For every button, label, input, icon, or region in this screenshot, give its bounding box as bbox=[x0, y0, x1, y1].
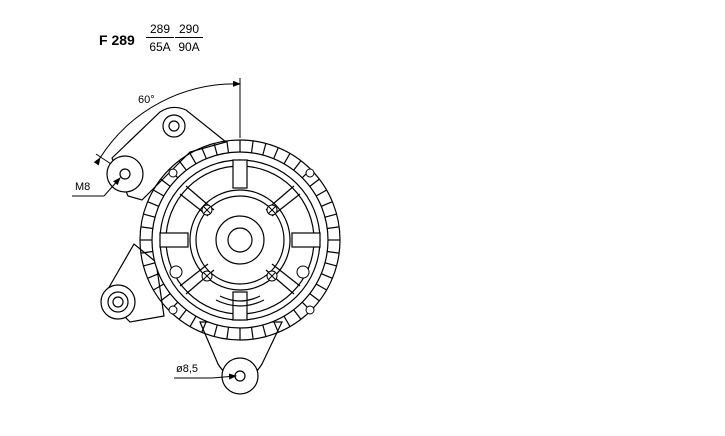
cooling-fin bbox=[178, 309, 187, 320]
cooling-fin bbox=[143, 213, 156, 218]
cooling-fin bbox=[315, 189, 327, 197]
cooling-fin bbox=[273, 321, 279, 333]
cooling-fin bbox=[324, 262, 337, 267]
angle-label: 60° bbox=[138, 94, 155, 106]
cooling-fin bbox=[283, 153, 291, 165]
variant-current: 90A bbox=[178, 40, 200, 54]
cooling-fin bbox=[226, 327, 230, 340]
variant-fraction-2: 290 90A bbox=[175, 22, 203, 54]
cooling-fin bbox=[213, 324, 218, 337]
cooling-fin bbox=[293, 160, 302, 171]
cooling-fin bbox=[262, 143, 267, 156]
variant-fraction-1: 289 65A bbox=[146, 22, 174, 54]
cooling-fin bbox=[147, 273, 159, 279]
leader-lines bbox=[72, 177, 237, 380]
cooling-fin bbox=[321, 201, 333, 207]
thread-label: M8 bbox=[75, 181, 91, 193]
cooling-fin bbox=[160, 293, 171, 302]
cooling-fin bbox=[315, 283, 327, 291]
cooling-fin bbox=[250, 140, 254, 153]
cooling-fin bbox=[324, 213, 337, 218]
cooling-fin bbox=[293, 309, 302, 320]
cooling-fin bbox=[327, 250, 340, 254]
cooling-fin bbox=[143, 262, 156, 267]
cooling-fin bbox=[140, 250, 153, 254]
fin-outer-ring bbox=[139, 139, 341, 341]
cooling-fin bbox=[321, 273, 333, 279]
cooling-fin bbox=[262, 324, 267, 337]
cooling-fins bbox=[139, 139, 341, 341]
hole-diameter-label: ø8,5 bbox=[176, 363, 199, 375]
cooling-fin bbox=[160, 178, 171, 187]
cooling-fin bbox=[147, 201, 159, 207]
variant-current: 65A bbox=[149, 40, 171, 54]
cooling-fin bbox=[226, 140, 230, 153]
shaft-boss bbox=[215, 215, 265, 265]
cooling-fin bbox=[327, 226, 340, 230]
bottom-mounting-lug bbox=[199, 321, 283, 395]
model-code: F 289 bbox=[99, 32, 135, 48]
cooling-fin bbox=[201, 321, 207, 333]
cooling-fin bbox=[189, 153, 197, 165]
cooling-fin bbox=[153, 283, 165, 291]
cooling-fin bbox=[153, 189, 165, 197]
cooling-fin bbox=[201, 147, 207, 159]
variant-number: 290 bbox=[175, 22, 203, 38]
cooling-fin bbox=[140, 226, 153, 230]
cooling-fin bbox=[283, 315, 291, 327]
cooling-fin bbox=[273, 147, 279, 159]
cooling-fin bbox=[250, 327, 254, 340]
side-mounting-ear bbox=[100, 243, 165, 323]
housing-bolts bbox=[168, 168, 315, 315]
cooling-fin bbox=[309, 293, 320, 302]
cooling-fin bbox=[309, 178, 320, 187]
variant-number: 289 bbox=[146, 22, 174, 38]
cooling-fin bbox=[213, 143, 218, 156]
cooling-fin bbox=[189, 315, 197, 327]
upper-mounting-arm bbox=[106, 106, 228, 201]
cooling-fin bbox=[178, 160, 187, 171]
